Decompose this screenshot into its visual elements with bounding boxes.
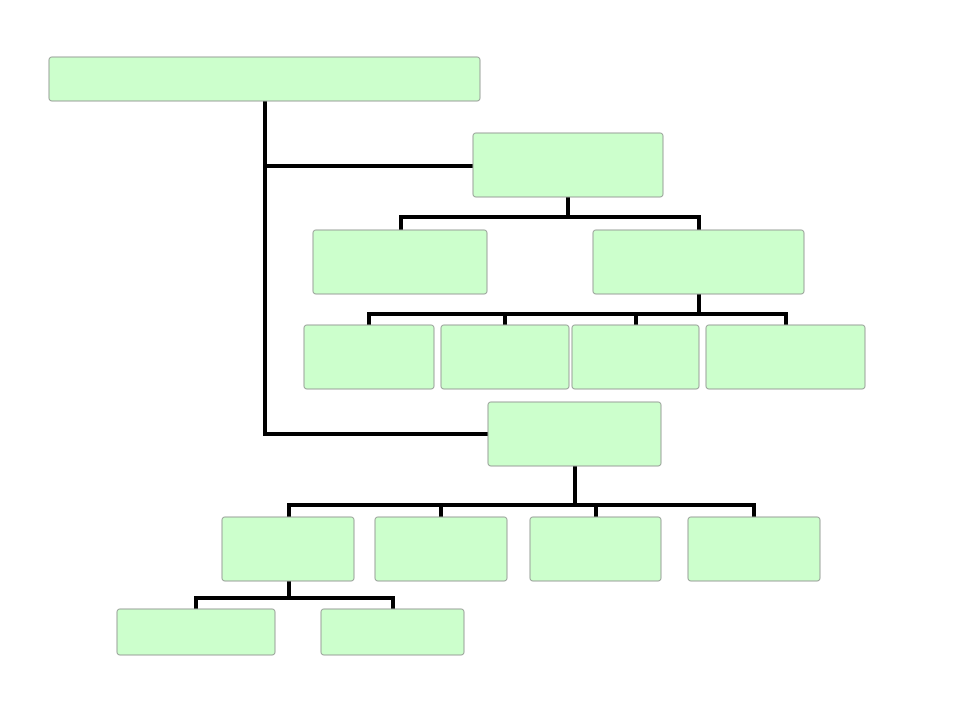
- node-b4[interactable]: [687, 516, 821, 582]
- node-root[interactable]: [48, 56, 481, 102]
- connectors: [194, 100, 788, 611]
- connector-branch-a: [399, 195, 701, 231]
- node-a1[interactable]: [312, 229, 488, 295]
- node-branch-b[interactable]: [487, 401, 662, 467]
- node-a2[interactable]: [592, 229, 805, 295]
- node-b1-child-2[interactable]: [320, 608, 465, 656]
- node-a2-child-3[interactable]: [571, 324, 700, 390]
- node-a2-child-2[interactable]: [440, 324, 570, 390]
- connector-a2: [367, 292, 788, 327]
- node-b1-child-1[interactable]: [116, 608, 276, 656]
- node-b1[interactable]: [221, 516, 355, 582]
- connector-branch-b: [287, 464, 756, 519]
- node-b2[interactable]: [374, 516, 508, 582]
- connector-b1: [194, 580, 395, 611]
- node-b3[interactable]: [529, 516, 662, 582]
- node-a2-child-1[interactable]: [303, 324, 435, 390]
- node-branch-a[interactable]: [472, 132, 664, 198]
- connector-root-branches: [263, 100, 490, 436]
- node-a2-child-4[interactable]: [705, 324, 866, 390]
